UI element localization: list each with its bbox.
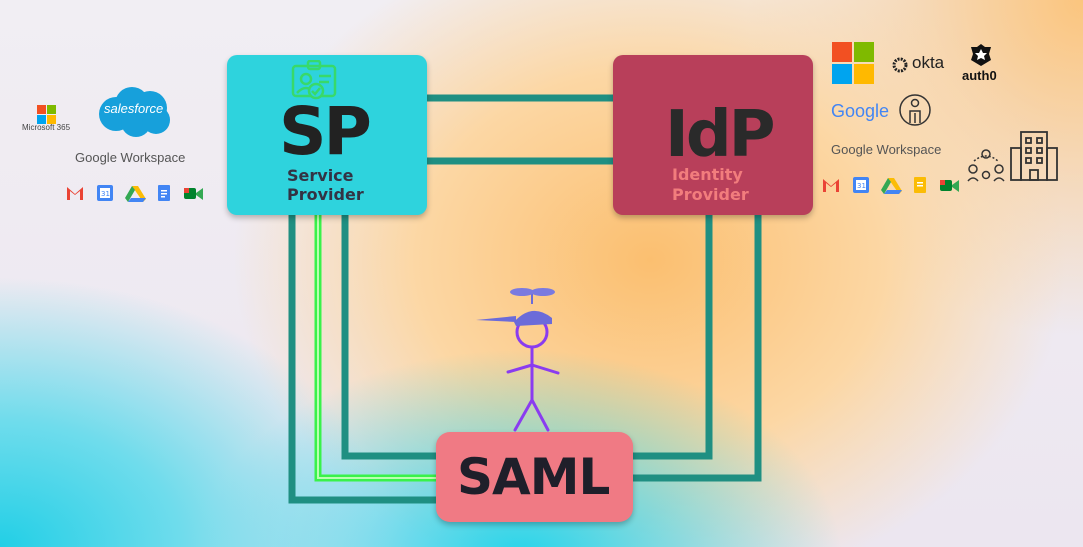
- google-meet-icon: [940, 180, 959, 192]
- service-provider-box: SP Service Provider: [227, 55, 427, 215]
- identity-provider-box: IdP Identity Provider: [613, 55, 813, 215]
- idp-subtitle-line2: Provider: [672, 185, 749, 204]
- svg-text:31: 31: [101, 190, 110, 198]
- saml-box: SAML: [436, 432, 633, 522]
- stick-figure-character: [476, 288, 560, 432]
- connector-sp-saml-highlight: [314, 215, 436, 482]
- idp-subtitle-line1: Identity: [672, 165, 743, 184]
- google-docs-icon: [158, 185, 170, 201]
- gmail-icon: [823, 179, 839, 192]
- salesforce-label: salesforce: [104, 101, 164, 116]
- idp-title: IdP: [665, 98, 776, 172]
- google-drive-icon: [125, 186, 146, 202]
- sp-subtitle-line2: Provider: [287, 185, 364, 204]
- google-drive-icon: [881, 178, 902, 194]
- google-apps-icons-right: 31: [823, 177, 959, 194]
- gmail-icon: [67, 187, 83, 200]
- google-docs-icon: [914, 177, 926, 193]
- connector-sp-saml-outer: [288, 215, 436, 504]
- google-workspace-label-left: Google Workspace: [75, 150, 186, 165]
- user-badge-icon: [899, 94, 931, 126]
- sp-title: SP: [279, 93, 372, 170]
- google-label: Google: [831, 101, 890, 121]
- group-icon: [967, 149, 1005, 182]
- microsoft-365-label: Microsoft 365: [22, 123, 71, 132]
- connector-idp-saml-inner: [633, 215, 713, 460]
- building-icon: [1010, 131, 1058, 181]
- google-calendar-icon: 31: [97, 185, 113, 201]
- okta-sunburst-icon: [892, 57, 908, 73]
- auth0-star-icon: [971, 44, 991, 66]
- google-apps-icons-left: 31: [67, 185, 203, 202]
- connector-sp-saml-inner: [341, 215, 436, 460]
- saml-label: SAML: [457, 448, 610, 506]
- svg-text:31: 31: [857, 182, 866, 190]
- connector-idp-saml-outer: [633, 215, 762, 482]
- salesforce-cloud-logo: [99, 87, 170, 137]
- sp-subtitle-line1: Service: [287, 166, 354, 185]
- auth0-label: auth0: [962, 68, 997, 83]
- badge-user-icon: [291, 60, 337, 100]
- google-calendar-icon: 31: [853, 177, 869, 193]
- microsoft-azure-squares-icon: [832, 42, 874, 84]
- okta-label: okta: [912, 53, 945, 72]
- google-meet-icon: [184, 188, 203, 200]
- google-workspace-label-right: Google Workspace: [831, 142, 942, 157]
- microsoft-365-logo-icon: [37, 105, 56, 124]
